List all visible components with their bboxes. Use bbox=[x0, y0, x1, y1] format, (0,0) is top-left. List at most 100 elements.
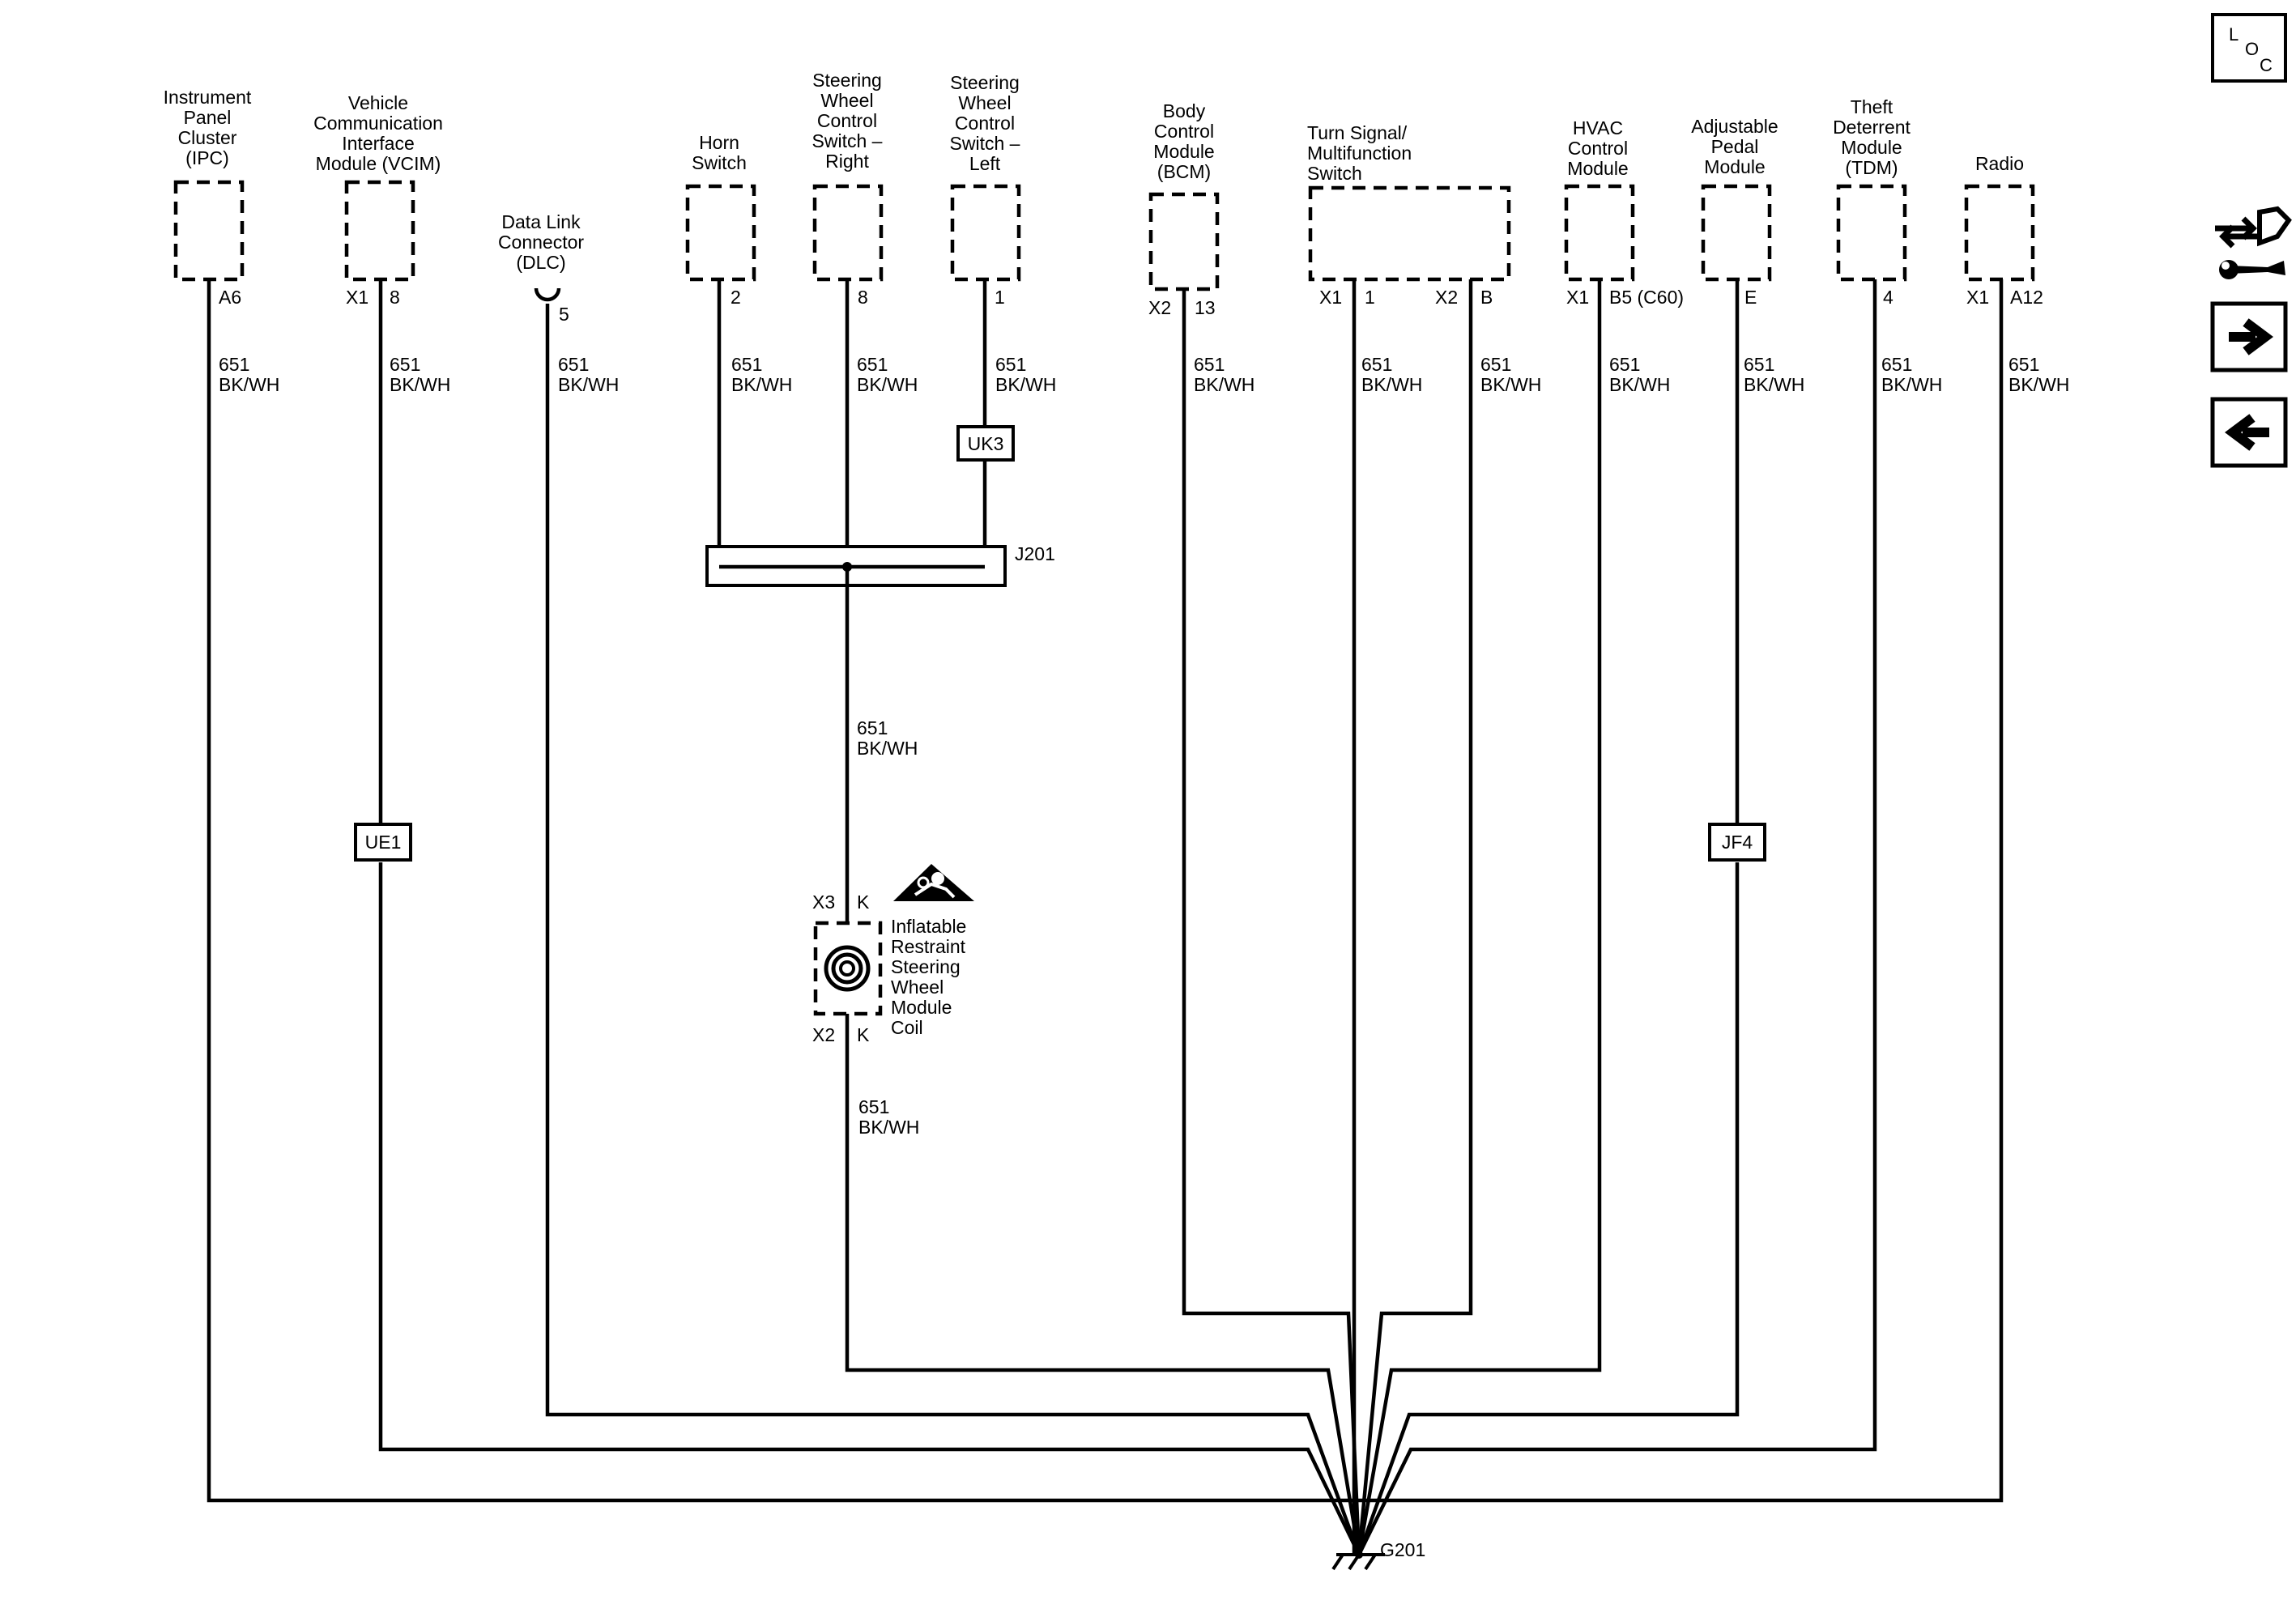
ground-symbol bbox=[1331, 1553, 1385, 1571]
turn-connector1: X1 bbox=[1319, 287, 1342, 308]
splice-node bbox=[842, 562, 852, 572]
splice-pack-outer bbox=[705, 545, 1007, 587]
ue1-box[interactable] bbox=[354, 823, 412, 862]
label-line: Wheel bbox=[820, 90, 873, 111]
svg-text:651: 651 bbox=[1361, 354, 1392, 375]
coil-top-pin: K bbox=[857, 891, 870, 913]
option-boxes: UK3 UE1 JF4 bbox=[354, 425, 1766, 862]
label-line: Module bbox=[891, 997, 952, 1018]
swc-left-box[interactable] bbox=[950, 184, 1021, 282]
label-line: Switch – bbox=[812, 130, 883, 151]
label-line: (TDM) bbox=[1845, 157, 1898, 178]
wire-hvac bbox=[1357, 279, 1602, 1555]
dlc-pin: 5 bbox=[559, 304, 569, 325]
coil-bottom-pin: K bbox=[857, 1024, 870, 1045]
svg-text:651: 651 bbox=[731, 354, 762, 375]
airbag-warning-icon bbox=[893, 864, 974, 901]
wire-bcm bbox=[1182, 289, 1361, 1555]
label-line: Horn bbox=[699, 132, 739, 153]
radio-connector: X1 bbox=[1966, 287, 1989, 308]
svg-text:651: 651 bbox=[858, 1096, 889, 1117]
radio-box[interactable] bbox=[1964, 184, 2035, 282]
label-line: Connector bbox=[498, 232, 584, 253]
pin-labels: A6 X1 8 5 2 8 1 X2 13 X1 1 X2 B X1 B5 (C… bbox=[219, 287, 2043, 325]
svg-text:BK/WH: BK/WH bbox=[858, 1117, 919, 1138]
label-line: Turn Signal/ bbox=[1307, 122, 1408, 143]
label-line: Theft bbox=[1851, 96, 1893, 117]
uk3-label: UK3 bbox=[968, 433, 1004, 454]
pedal-box[interactable] bbox=[1701, 184, 1772, 282]
label-line: (BCM) bbox=[1157, 161, 1211, 182]
ground-g201[interactable]: G201 bbox=[1331, 1539, 1425, 1571]
label-line: Control bbox=[1568, 138, 1628, 159]
ipc-box[interactable] bbox=[173, 180, 245, 282]
label-line: Cluster bbox=[178, 127, 237, 148]
splice-j201[interactable]: J201 bbox=[705, 543, 1055, 587]
label-line: Right bbox=[825, 151, 869, 172]
connector-wrench-icon[interactable] bbox=[2215, 206, 2292, 279]
hvac-pin: B5 (C60) bbox=[1609, 287, 1684, 308]
coil-box bbox=[813, 921, 883, 1016]
radio-pin: A12 bbox=[2010, 287, 2043, 308]
loc-button[interactable]: L O C bbox=[2211, 13, 2287, 83]
label-line: Instrument bbox=[164, 87, 252, 108]
svg-text:BK/WH: BK/WH bbox=[2008, 374, 2069, 395]
jf4-box[interactable] bbox=[1708, 823, 1766, 862]
label-line: Body bbox=[1163, 100, 1206, 121]
vcim-box[interactable] bbox=[344, 180, 415, 282]
svg-text:651: 651 bbox=[1480, 354, 1511, 375]
next-arrow-button[interactable] bbox=[2210, 301, 2288, 372]
horn-pin: 2 bbox=[731, 287, 741, 308]
svg-text:651: 651 bbox=[995, 354, 1026, 375]
turn-box[interactable] bbox=[1308, 185, 1511, 282]
bcm-box[interactable] bbox=[1148, 192, 1220, 291]
svg-text:BK/WH: BK/WH bbox=[1480, 374, 1541, 395]
horn-box[interactable] bbox=[685, 184, 756, 282]
swc-right-pin: 8 bbox=[858, 287, 868, 308]
label-line: Coil bbox=[891, 1017, 923, 1038]
bcm-connector: X2 bbox=[1148, 297, 1171, 318]
label-line: Communication bbox=[313, 113, 443, 134]
prev-arrow-button[interactable] bbox=[2210, 397, 2288, 468]
svg-text:BK/WH: BK/WH bbox=[1361, 374, 1422, 395]
svg-text:BK/WH: BK/WH bbox=[1881, 374, 1942, 395]
ground-label: G201 bbox=[1380, 1539, 1425, 1560]
label-line: Switch bbox=[692, 152, 747, 173]
tdm-box[interactable] bbox=[1836, 184, 1907, 282]
label-line: Module bbox=[1567, 158, 1628, 179]
dlc-connector-symbol[interactable] bbox=[534, 287, 561, 302]
label-line: Control bbox=[1154, 121, 1214, 142]
ue1-label: UE1 bbox=[365, 832, 402, 853]
label-line: Data Link bbox=[501, 211, 581, 232]
nav-controls: L O C bbox=[2210, 13, 2292, 468]
label-line: Deterrent bbox=[1833, 117, 1910, 138]
label-line: (DLC) bbox=[516, 252, 565, 273]
hvac-box[interactable] bbox=[1564, 184, 1635, 282]
swc-right-box[interactable] bbox=[812, 184, 884, 282]
svg-text:BK/WH: BK/WH bbox=[558, 374, 619, 395]
svg-text:BK/WH: BK/WH bbox=[219, 374, 279, 395]
label-line: Vehicle bbox=[348, 92, 408, 113]
pedal-pin: E bbox=[1744, 287, 1757, 308]
uk3-box[interactable] bbox=[956, 425, 1015, 462]
